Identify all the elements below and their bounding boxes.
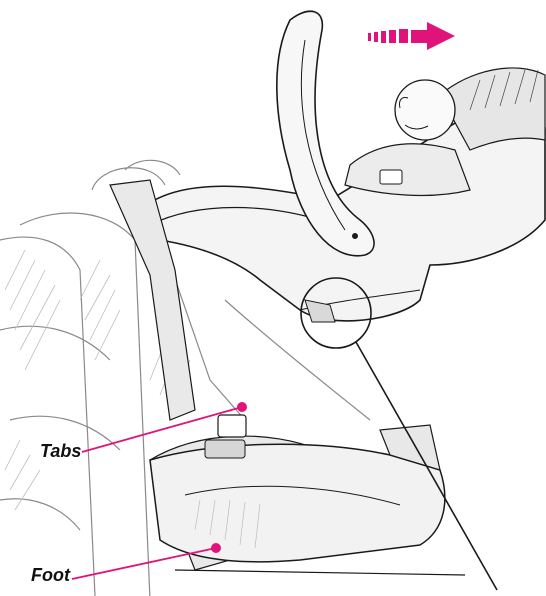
infant-carrier xyxy=(140,11,545,322)
base-tab xyxy=(218,415,246,437)
tabs-marker xyxy=(237,402,247,412)
tabs-label: Tabs xyxy=(40,441,81,462)
arrow-right-icon xyxy=(368,22,455,50)
foot-marker xyxy=(211,543,221,553)
carrier-base xyxy=(150,415,465,575)
foot-label: Foot xyxy=(31,565,70,586)
